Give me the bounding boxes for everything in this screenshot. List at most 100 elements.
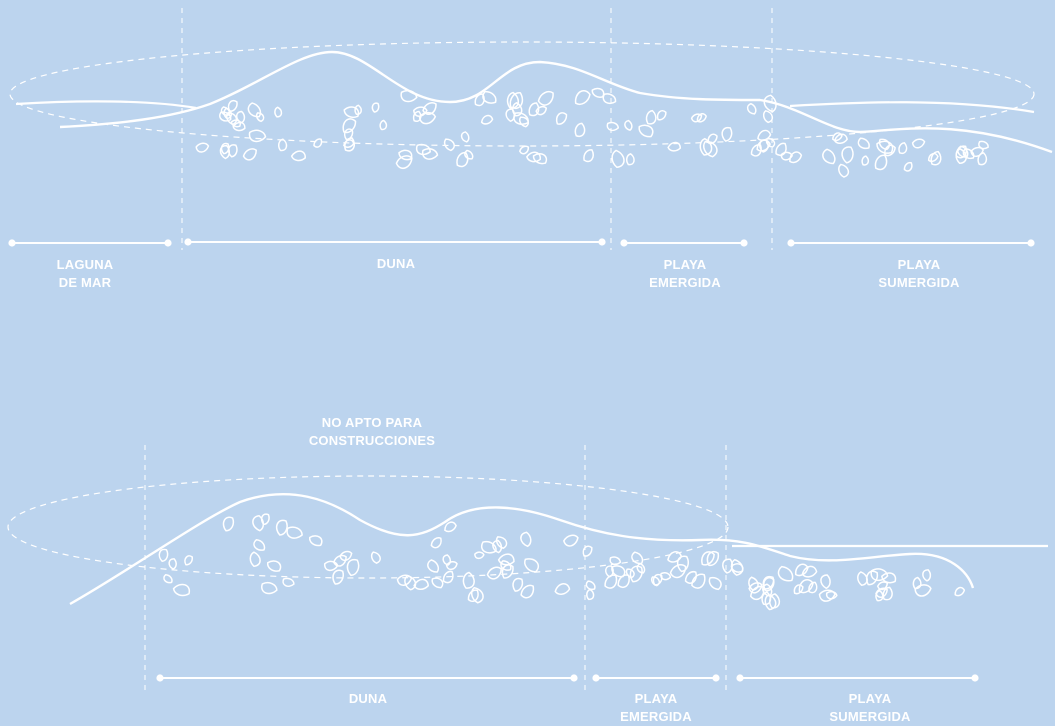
bottom-veg-leaf — [500, 560, 512, 571]
top-veg-leaf — [354, 104, 362, 115]
top-veg-leaf — [518, 145, 530, 155]
top-veg-leaf — [955, 147, 967, 165]
top-scale-laguna-start-dot — [8, 239, 16, 247]
top-veg-leaf — [957, 145, 969, 158]
top-veg-leaf — [398, 149, 413, 161]
top-label-playa-sumergida: PLAYA SUMERGIDA — [859, 256, 979, 292]
bottom-veg-leaf — [706, 550, 720, 567]
bottom-veg-leaf — [798, 579, 814, 594]
top-veg-leaf — [464, 149, 474, 160]
bottom-profile — [7, 445, 1048, 690]
bottom-veg-leaf — [660, 571, 672, 581]
bottom-veg-leaf — [882, 586, 893, 601]
bottom-veg-leaf — [865, 570, 879, 586]
bottom-label-playa-emergida-line-1: PLAYA — [634, 691, 678, 706]
bottom-veg-leaf — [474, 551, 485, 560]
top-veg-leaf — [822, 148, 836, 165]
bottom-veg-leaf — [172, 583, 191, 597]
top-veg-leaf — [219, 144, 231, 160]
bottom-veg-leaf — [722, 558, 734, 574]
bottom-veg-leaf — [495, 536, 508, 550]
top-veg-leaf — [780, 151, 793, 161]
bottom-scale-playa-sumergida-end-dot — [971, 674, 979, 682]
top-veg-leaf — [611, 149, 625, 169]
bottom-veg-leaf — [582, 545, 593, 557]
top-veg-leaf — [232, 121, 246, 132]
bottom-veg-leaf — [876, 581, 889, 591]
bottom-veg-leaf — [431, 577, 444, 589]
bottom-veg-leaf — [370, 551, 381, 564]
top-veg-leaf — [421, 148, 439, 160]
top-label-playa-sumergida-line-2: SUMERGIDA — [878, 275, 960, 290]
top-veg-leaf — [838, 163, 850, 178]
top-sea-water-line — [789, 101, 1035, 114]
top-veg-leaf — [690, 113, 703, 123]
bottom-veg-leaf — [748, 582, 763, 594]
top-veg-leaf — [721, 126, 733, 142]
bottom-scale-duna-start-dot — [156, 674, 164, 682]
bottom-annotation-line-1: NO APTO PARA — [321, 415, 423, 430]
top-veg-leaf — [371, 102, 380, 113]
top-veg-leaf — [574, 90, 591, 106]
bottom-veg-leaf — [954, 586, 966, 597]
bottom-label-duna: DUNA — [318, 690, 418, 708]
bottom-zone-scale — [156, 674, 979, 682]
top-veg-leaf — [703, 140, 718, 158]
bottom-veg-leaf — [396, 574, 413, 586]
bottom-veg-leaf — [629, 565, 643, 583]
bottom-veg-leaf — [762, 575, 775, 592]
top-veg-leaf — [422, 102, 437, 115]
bottom-veg-leaf — [585, 580, 596, 591]
top-veg-leaf — [227, 99, 238, 112]
top-label-laguna-line-1: LAGUNA — [56, 257, 114, 272]
top-veg-leaf — [248, 129, 267, 143]
bottom-veg-leaf — [404, 575, 417, 591]
bottom-veg-leaf — [676, 555, 689, 573]
top-lagoon-water-line — [15, 100, 197, 110]
top-veg-leaf — [512, 101, 523, 117]
bottom-veg-leaf — [486, 566, 503, 580]
top-veg-leaf — [832, 132, 843, 142]
bottom-veg-leaf — [563, 534, 579, 547]
bottom-veg-leaf — [168, 558, 177, 570]
bottom-veg-leaf — [922, 569, 932, 582]
bottom-veg-leaf — [857, 571, 868, 587]
top-veg-leaf — [277, 138, 288, 152]
top-veg-leaf — [746, 102, 757, 115]
top-veg-leaf — [247, 102, 262, 118]
bottom-veg-leaf — [818, 589, 836, 602]
top-veg-leaf — [876, 140, 894, 154]
top-veg-leaf — [645, 109, 657, 125]
bottom-scale-duna-end-dot — [570, 674, 578, 682]
bottom-veg-leaf — [914, 584, 932, 597]
bottom-label-duna-line-1: DUNA — [348, 691, 388, 706]
bottom-veg-leaf — [730, 558, 744, 576]
bottom-veg-leaf — [470, 586, 484, 604]
top-veg-leaf — [456, 151, 469, 168]
top-veg-leaf — [874, 154, 888, 171]
bottom-veg-leaf — [286, 526, 303, 539]
bottom-veg-leaf — [467, 589, 479, 602]
bottom-veg-leaf — [875, 587, 888, 598]
bottom-veg-leaf — [442, 554, 452, 566]
bottom-veg-leaf — [794, 563, 809, 577]
top-dashed-ellipse — [9, 41, 1035, 147]
top-scale-playa-emergida-end-dot — [740, 239, 748, 247]
top-veg-leaf — [519, 116, 530, 128]
top-scale-duna-end-dot — [598, 238, 606, 246]
bottom-veg-leaf — [554, 583, 571, 595]
top-veg-leaf — [911, 138, 926, 149]
bottom-veg-leaf — [481, 540, 497, 554]
bottom-veg-leaf — [346, 558, 360, 577]
top-veg-leaf — [574, 122, 586, 138]
bottom-veg-leaf — [323, 560, 339, 572]
top-veg-leaf — [927, 152, 939, 163]
top-veg-leaf — [460, 131, 470, 143]
bottom-veg-leaf — [339, 550, 353, 562]
bottom-veg-leaf — [586, 588, 595, 601]
top-veg-leaf — [696, 113, 707, 123]
top-veg-leaf — [977, 152, 988, 166]
bottom-veg-leaf — [808, 581, 818, 594]
top-veg-leaf — [506, 91, 519, 109]
top-veg-leaf — [555, 112, 568, 125]
